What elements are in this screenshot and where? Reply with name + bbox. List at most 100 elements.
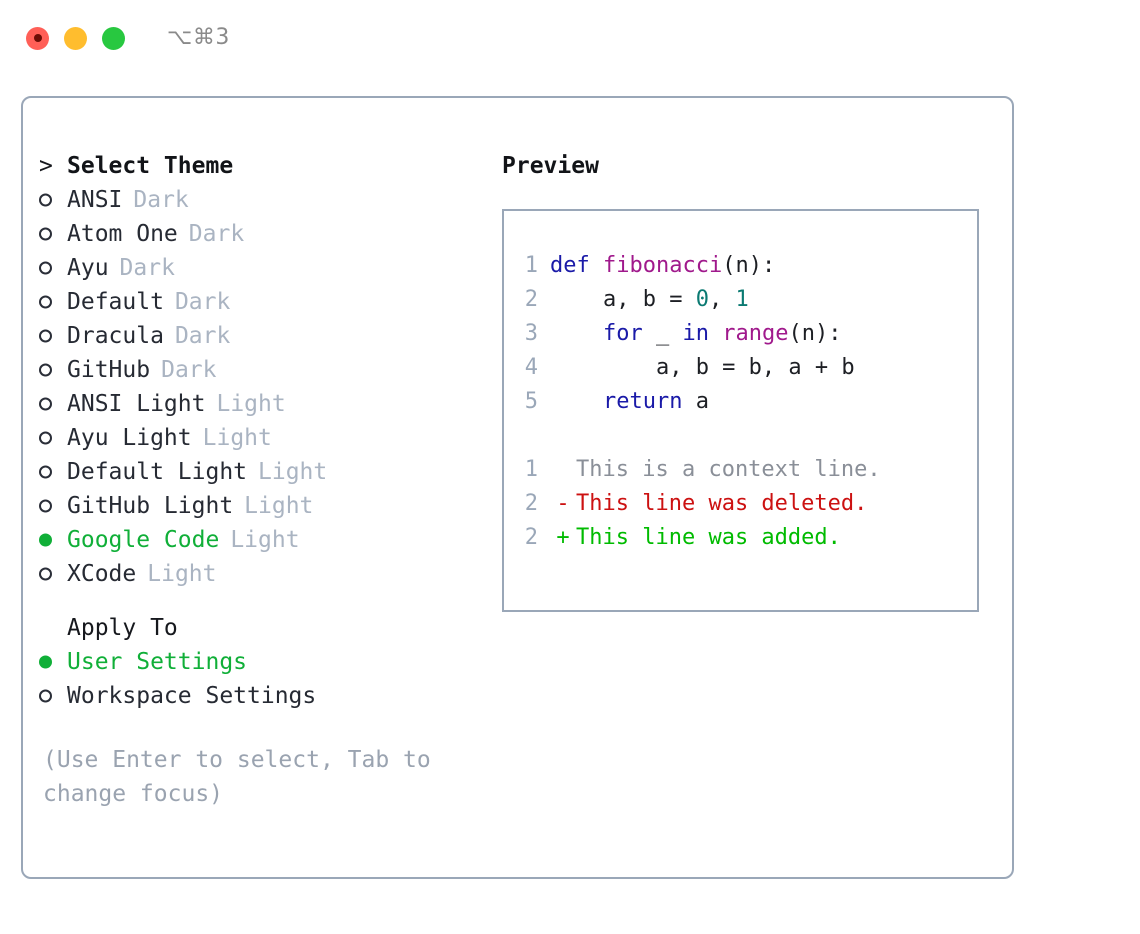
theme-variant-badge: Dark (174, 323, 231, 349)
theme-variant-badge: Light (147, 561, 217, 587)
radio-unselected-icon[interactable] (39, 421, 67, 455)
theme-name-label: Atom One (67, 221, 178, 247)
code-token-number: 0 (695, 287, 709, 312)
minimize-button-icon[interactable] (64, 26, 87, 50)
diff-line-text: This line was added. (576, 525, 841, 550)
code-token-plain: _ (642, 321, 683, 346)
diff-line: 2-This line was deleted. (504, 487, 977, 521)
diff-marker-context (550, 453, 576, 487)
code-token-plain (709, 321, 722, 346)
code-line-text: def fibonacci(n): (550, 249, 775, 283)
code-token-number: 1 (735, 287, 749, 312)
theme-name-label: Google Code (67, 527, 220, 553)
code-line-number: 3 (524, 321, 538, 346)
keyboard-hint: (Use Enter to select, Tab to change focu… (43, 747, 431, 807)
radio-unselected-icon[interactable] (39, 679, 67, 713)
diff-marker-deleted: - (556, 491, 570, 516)
code-token-function: range (722, 321, 789, 346)
theme-variant-badge: Light (202, 425, 272, 451)
theme-variant-badge: Light (230, 527, 300, 553)
radio-unselected-icon[interactable] (39, 353, 67, 387)
close-button-icon[interactable] (26, 26, 49, 50)
diff-line-text: This is a context line. (576, 457, 881, 482)
code-token-keyword: in (682, 321, 709, 346)
diff-line: 1 This is a context line. (504, 453, 977, 487)
radio-unselected-icon[interactable] (39, 251, 67, 285)
preview-title: Preview (502, 153, 599, 179)
radio-unselected-icon[interactable] (39, 285, 67, 319)
radio-unselected-icon[interactable] (39, 183, 67, 217)
code-line-text: a, b = b, a + b (550, 351, 855, 385)
theme-picker-title: Select Theme (67, 153, 234, 179)
theme-name-label: ANSI (67, 187, 123, 213)
radio-unselected-icon[interactable] (39, 489, 67, 523)
theme-variant-badge: Dark (119, 255, 175, 281)
theme-variant-badge: Dark (174, 289, 231, 315)
theme-variant-badge: Light (244, 493, 314, 519)
radio-selected-icon[interactable] (39, 645, 67, 679)
code-line: 5 return a (504, 385, 977, 419)
theme-name-label: Ayu Light (67, 425, 192, 451)
theme-list-item[interactable]: ANSI Dark (39, 183, 499, 217)
theme-variant-badge: Light (216, 391, 286, 417)
theme-list-item[interactable]: Ayu Dark (39, 251, 499, 285)
radio-unselected-icon[interactable] (39, 557, 67, 591)
theme-picker-header: > Select Theme (39, 149, 499, 183)
code-token-plain: (n): (722, 253, 776, 278)
theme-list-item[interactable]: XCode Light (39, 557, 499, 591)
code-line-text: return a (550, 385, 709, 419)
theme-name-label: GitHub (67, 357, 151, 383)
code-line-number: 5 (524, 389, 538, 414)
code-line-number: 2 (524, 287, 538, 312)
code-line: 4 a, b = b, a + b (504, 351, 977, 385)
theme-name-label: Ayu (67, 255, 109, 281)
diff-line-number: 1 (524, 457, 538, 482)
theme-variant-badge: Dark (161, 357, 217, 383)
apply-to-option-label: User Settings (67, 649, 248, 675)
apply-to-option[interactable]: Workspace Settings (39, 679, 499, 713)
code-token-keyword: for (602, 321, 643, 346)
code-token-plain: a (682, 389, 709, 414)
apply-to-option[interactable]: User Settings (39, 645, 499, 679)
theme-variant-badge: Dark (133, 187, 189, 213)
radio-selected-icon[interactable] (39, 523, 67, 557)
code-line: 1 def fibonacci(n): (504, 249, 977, 283)
diff-line-text: This line was deleted. (576, 491, 868, 516)
code-line: 2 a, b = 0, 1 (504, 283, 977, 317)
diff-marker-added: + (556, 525, 570, 550)
code-token-plain: a, b = b, a + b (550, 355, 855, 380)
radio-unselected-icon[interactable] (39, 319, 67, 353)
theme-variant-badge: Light (258, 459, 328, 485)
apply-to-title: Apply To (67, 615, 178, 641)
theme-list-item[interactable]: Ayu Light Light (39, 421, 499, 455)
theme-name-label: XCode (67, 561, 137, 587)
prompt-marker-icon: > (39, 153, 53, 179)
radio-unselected-icon[interactable] (39, 387, 67, 421)
code-line-number: 1 (524, 253, 538, 278)
diff-line: 2 +This line was added. (504, 521, 977, 555)
code-token-keyword: return (602, 389, 683, 414)
theme-list-item[interactable]: GitHub Dark (39, 353, 499, 387)
radio-unselected-icon[interactable] (39, 217, 67, 251)
theme-list-item[interactable]: Google Code Light (39, 523, 499, 557)
maximize-button-icon[interactable] (102, 26, 125, 50)
code-preview-panel: 1 def fibonacci(n):2 a, b = 0, 1 3 for _ i… (502, 209, 979, 612)
radio-unselected-icon[interactable] (39, 455, 67, 489)
diff-line-number: 2 (524, 525, 538, 550)
code-block: 1 def fibonacci(n):2 a, b = 0, 1 3 for _ i… (504, 249, 977, 419)
preview-section: Preview 1 def fibonacci(n):2 a, b = 0, 1 3… (502, 149, 1002, 612)
code-line-number: 4 (524, 355, 538, 380)
diff-block: 1 This is a context line.2-This line was… (504, 453, 977, 555)
code-token-function: fibonacci (602, 253, 723, 278)
